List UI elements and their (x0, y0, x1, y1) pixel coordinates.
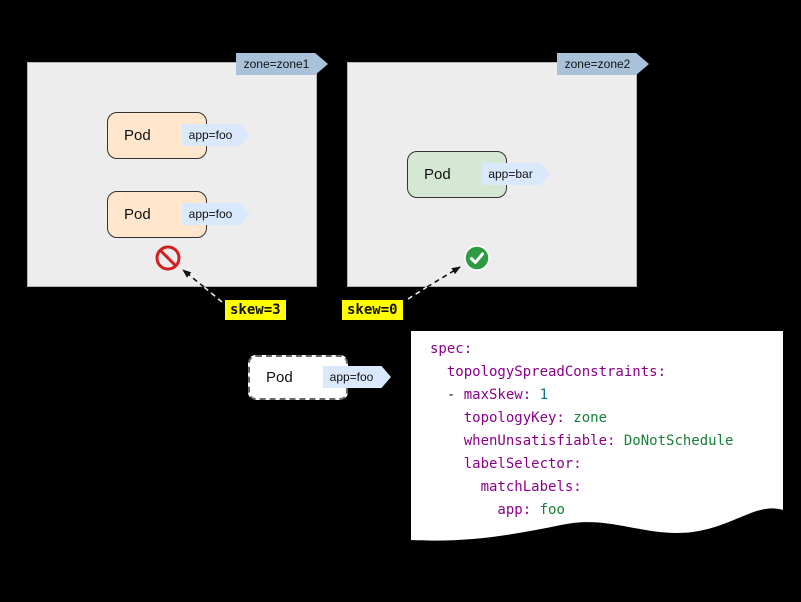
prohibition-icon (155, 245, 181, 271)
zone1-label-tag: zone=zone1 (236, 53, 328, 75)
pod-label: Pod (424, 166, 451, 183)
yaml-line: labelSelector: (430, 456, 582, 472)
yaml-code: spec: topologySpreadConstraints: - maxSk… (430, 338, 733, 522)
pod-label: Pod (124, 127, 151, 144)
pod-label: Pod (266, 369, 293, 386)
zone2-label-tag: zone=zone2 (557, 53, 649, 75)
app-label-tag: app=foo (182, 203, 250, 225)
zone1-box (27, 62, 317, 287)
app-label-tag: app=foo (182, 124, 250, 146)
yaml-line: topologyKey: zone (430, 410, 608, 426)
skew0-label: skew=0 (342, 300, 403, 320)
yaml-line: topologySpreadConstraints: (430, 364, 667, 380)
yaml-panel-background (411, 331, 783, 541)
yaml-line: whenUnsatisfiable: DoNotSchedule (430, 433, 734, 449)
yaml-line: matchLabels: (430, 479, 582, 495)
app-label-tag: app=bar (482, 163, 550, 185)
skew3-label: skew=3 (225, 300, 286, 320)
app-label-tag: app=foo (323, 366, 391, 388)
check-circle-icon (464, 245, 490, 271)
yaml-line: app: foo (430, 502, 565, 518)
pod-box: Pod (107, 191, 207, 238)
yaml-line: - maxSkew: 1 (430, 387, 549, 403)
pod-label: Pod (124, 206, 151, 223)
yaml-line: spec: (430, 341, 473, 357)
